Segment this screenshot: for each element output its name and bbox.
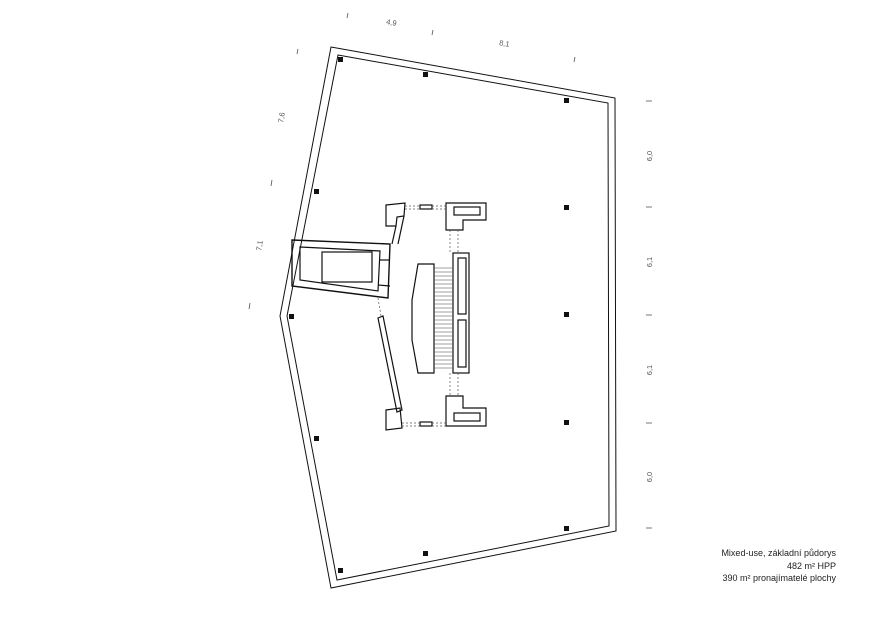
caption-area-rentable: 390 m² pronajímatelé plochy bbox=[722, 573, 836, 583]
building-outline bbox=[279, 46, 617, 589]
dimension-top-left: 4,9 bbox=[386, 17, 398, 28]
core bbox=[291, 202, 487, 431]
dimension-labels: 4,9 8,1 7,6 7,1 6,0 6,1 6,1 6,0 bbox=[254, 17, 654, 482]
caption-area-hpp: 482 m² HPP bbox=[786, 560, 836, 571]
dimension-ticks bbox=[248, 12, 652, 529]
caption-title: Mixed-use, základní půdorys bbox=[721, 548, 836, 558]
dimension-right-2: 6,1 bbox=[645, 257, 654, 267]
dimension-right-4: 6,0 bbox=[645, 472, 654, 482]
dimension-top-right: 8,1 bbox=[499, 38, 511, 49]
plan-caption: Mixed-use, základní půdorys 482 m² HPP 3… bbox=[721, 547, 836, 585]
dimension-right-1: 6,0 bbox=[645, 151, 654, 161]
dimension-right-3: 6,1 bbox=[645, 365, 654, 375]
dimension-left-upper: 7,6 bbox=[276, 112, 287, 124]
columns bbox=[289, 57, 569, 573]
dimension-left-lower: 7,1 bbox=[254, 240, 265, 252]
openings bbox=[377, 205, 459, 427]
stair-treads bbox=[434, 267, 452, 369]
